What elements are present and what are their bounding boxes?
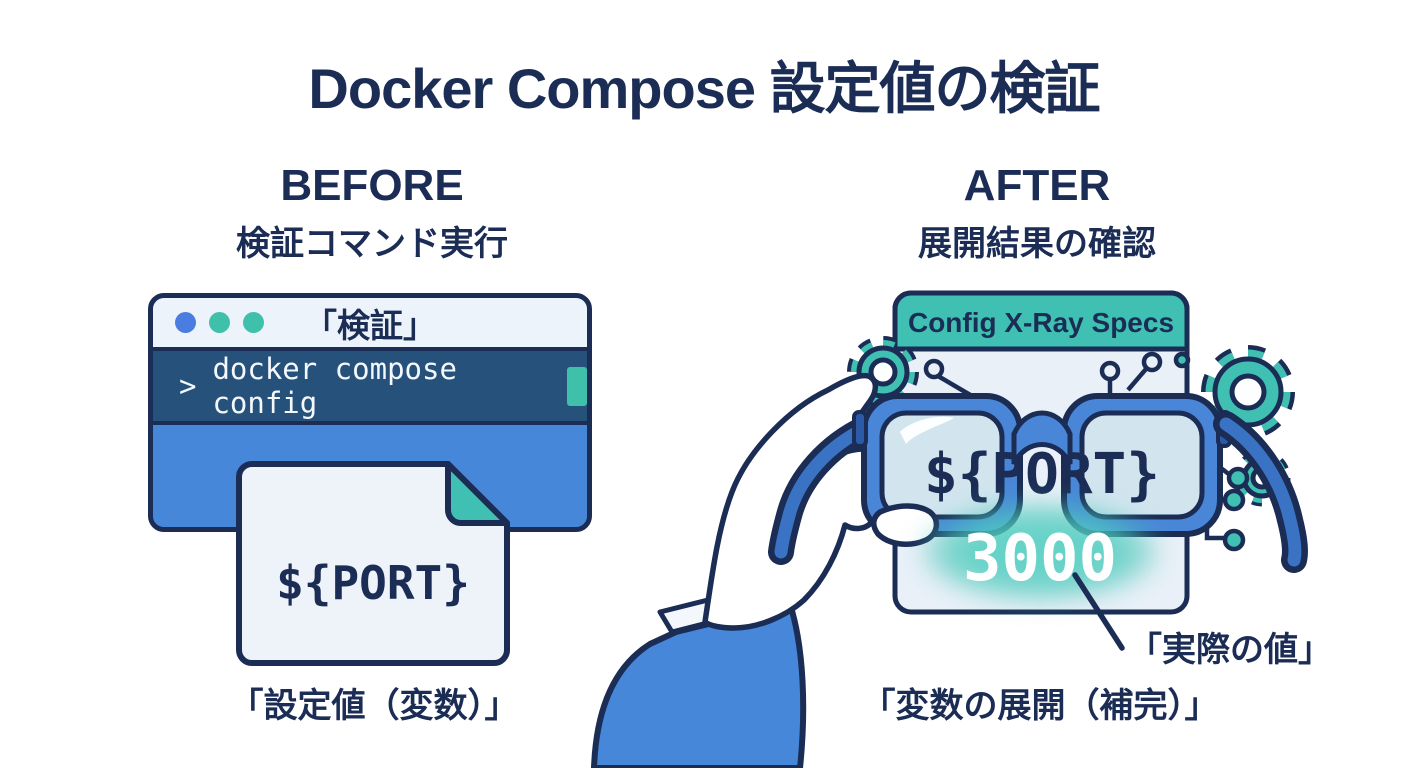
window-dots [175, 312, 264, 333]
folded-corner-icon [445, 461, 510, 526]
after-heading: AFTER [963, 161, 1111, 210]
before-heading: BEFORE [280, 161, 464, 210]
dot-teal-icon [243, 312, 264, 333]
after-caption: 「変数の展開（補完）」 [861, 687, 1219, 725]
thumb [871, 503, 940, 547]
lens-variable-text: ${PORT} [924, 442, 1160, 507]
sleeve [591, 601, 807, 768]
prompt-icon: > [179, 369, 197, 403]
left-hinge [852, 410, 868, 448]
xray-scene: Config X-Ray Specs [591, 290, 1308, 768]
terminal-titlebar: 「検証」 [153, 298, 587, 351]
glasses-icon: ${PORT} [852, 393, 1232, 537]
before-subheading: 検証コマンド実行 [236, 225, 508, 263]
after-header: AFTER 展開結果の確認 [837, 164, 1237, 265]
glasses-bridge [1011, 410, 1073, 466]
callout-line [1072, 572, 1125, 651]
right-lens [1079, 410, 1205, 520]
dot-teal-icon [209, 312, 230, 333]
lens-shine [900, 416, 954, 444]
resolved-value: 3000 [925, 506, 1155, 598]
file-variable-text: ${PORT} [276, 556, 470, 610]
terminal-command-line: > docker compose config [153, 351, 587, 425]
file-page [236, 461, 510, 666]
circuit-node-icon [923, 351, 1191, 398]
dot-blue-icon [175, 312, 196, 333]
glasses-right-temple [1213, 411, 1308, 573]
xray-window-header [892, 290, 1190, 352]
callout-label: 「実際の値」 [1128, 631, 1332, 669]
before-header: BEFORE 検証コマンド実行 [150, 164, 594, 265]
resolved-value-text: 3000 [963, 522, 1117, 596]
left-lens [879, 410, 1005, 520]
page-title: Docker Compose 設定値の検証 [308, 57, 1100, 120]
terminal-command: docker compose config [212, 352, 457, 420]
before-caption: 「設定値（変数）」 [229, 687, 519, 725]
after-subheading: 展開結果の確認 [918, 225, 1156, 263]
glasses-left-temple [768, 415, 879, 565]
terminal-window-title: 「検証」 [304, 306, 436, 344]
xray-window-title: Config X-Ray Specs [908, 307, 1174, 338]
block-cursor-icon [566, 366, 587, 406]
config-file-icon [236, 461, 510, 666]
